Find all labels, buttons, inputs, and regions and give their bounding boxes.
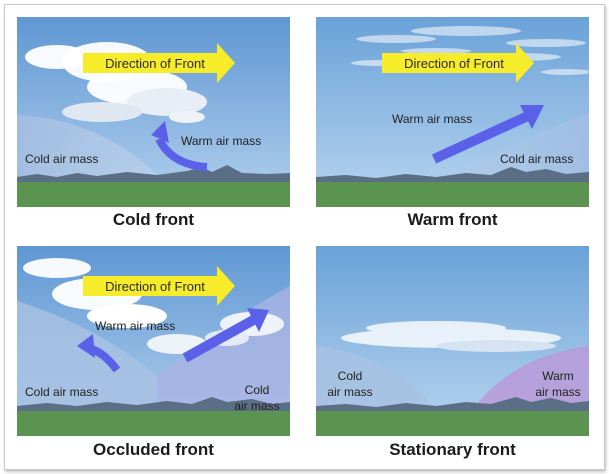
direction-arrow: Direction of Front <box>382 43 534 83</box>
ground <box>17 182 290 207</box>
direction-label: Direction of Front <box>105 56 205 71</box>
warm-air-label-line2: air mass <box>535 385 580 399</box>
direction-label: Direction of Front <box>105 279 205 294</box>
stationary-front-caption: Stationary front <box>389 440 516 459</box>
warm-air-label: Warm air mass <box>392 112 472 126</box>
occluded-front-caption: Occluded front <box>93 440 214 459</box>
right-blue-arrow <box>182 313 260 363</box>
cold-air-wedge-left <box>17 301 157 436</box>
warm-air-label-line1: Warm <box>542 369 574 383</box>
ground <box>316 182 589 207</box>
warm-front-caption: Warm front <box>407 210 498 229</box>
cold-air-label-line2: air mass <box>327 385 372 399</box>
stratus-cloud <box>341 321 561 352</box>
ground <box>17 411 290 436</box>
direction-arrow: Direction of Front <box>83 43 235 83</box>
cold-air-label: Cold air mass <box>500 152 573 166</box>
rising-warm-air-arrow <box>431 110 533 164</box>
direction-label: Direction of Front <box>404 56 504 71</box>
cold-air-right-label-line1: Cold <box>245 383 270 397</box>
warm-air-label: Warm air mass <box>181 134 261 148</box>
occluded-front-panel: Direction of Front Warm air mass Cold ai… <box>17 246 290 436</box>
cold-front-caption: Cold front <box>112 210 195 229</box>
cold-air-right-label-line2: air mass <box>234 399 279 413</box>
cold-air-label-line1: Cold <box>338 369 363 383</box>
cloud <box>25 42 207 123</box>
cold-air-label: Cold air mass <box>25 152 98 166</box>
warm-air-label: Warm air mass <box>95 319 175 333</box>
rising-warm-air-arrow <box>155 137 208 171</box>
cold-air-left-label: Cold air mass <box>25 385 98 399</box>
ground <box>316 411 589 436</box>
warm-front-panel: Direction of Front Warm air mass Cold ai… <box>316 17 589 207</box>
cold-front-panel: Direction of Front Warm air mass Cold ai… <box>17 17 290 207</box>
stationary-front-panel: Cold air mass Warm air mass <box>316 246 589 436</box>
direction-arrow: Direction of Front <box>83 266 235 306</box>
